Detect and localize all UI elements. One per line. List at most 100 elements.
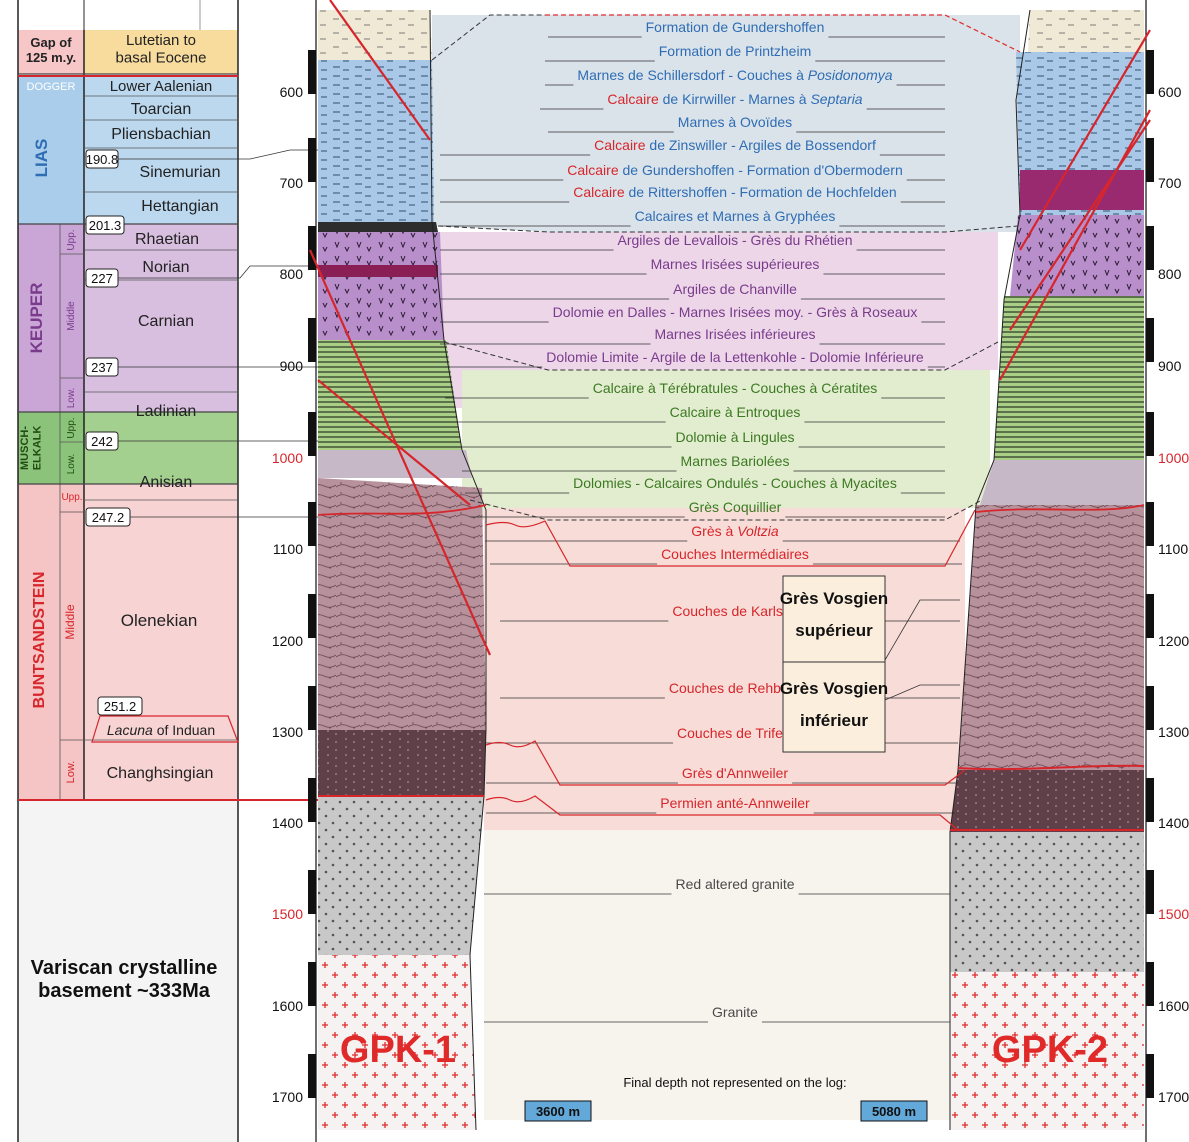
formation-label: Calcaire à Térébratules - Couches à Céra… [593, 380, 878, 396]
formation-label: Couches de Rehberg [669, 680, 801, 696]
stage-olenekian: Olenekian [121, 611, 198, 630]
formation-label: Dolomies - Calcaires Ondulés - Couches à… [573, 475, 897, 491]
formation-label: Granite [712, 1004, 758, 1020]
stage-rhaetian: Rhaetian [135, 231, 199, 248]
sub-low-buntsandstein: Low. [65, 761, 77, 784]
boundary-lines [431, 14, 1021, 831]
svg-text:190.8: 190.8 [86, 152, 119, 167]
formation-label: Grès d'Annweiler [682, 765, 789, 781]
formation-label: Grès à Voltzia [691, 523, 779, 539]
sub-low-keuper: Low. [66, 388, 77, 409]
formation-label: Formation de Printzheim [659, 43, 812, 59]
svg-text:251.2: 251.2 [104, 699, 137, 714]
keuper-label: KEUPER [27, 283, 46, 354]
well-log-gpk-2 [949, 9, 1151, 1130]
depth-tick-label: 1200 [1158, 633, 1189, 649]
stage-pliensbachian: Pliensbachian [111, 126, 211, 143]
formation-label: Dolomie Limite - Argile de la Lettenkohl… [546, 349, 924, 365]
depth-tick-label: 600 [280, 84, 304, 100]
formation-label: Argiles de Levallois - Grès du Rhétien [617, 232, 852, 248]
formation-label: Marnes de Schillersdorf - Couches à Posi… [577, 67, 892, 83]
well-name-gpk-1: GPK-1 [340, 1029, 456, 1071]
final-depth-note: Final depth not represented on the log: [623, 1075, 846, 1090]
age-box-242: 242 [85, 431, 320, 451]
formation-label: Couches de Karlstal [672, 603, 797, 619]
depth-tick-label: 1500 [1158, 906, 1189, 922]
band-keuper [432, 232, 998, 408]
sub-low-muschelkalk: Low. [66, 454, 77, 475]
well-log-gpk-1 [308, 0, 492, 1131]
depth-tick-label: 1100 [1158, 541, 1188, 557]
svg-text:237: 237 [91, 360, 113, 375]
formation-label: Marnes Bariolées [681, 453, 790, 469]
stage-norian: Norian [142, 259, 189, 276]
depth-labels-right: 6007008009001000110012001300140015001600… [1158, 84, 1189, 1105]
formation-label: Marnes Irisées inférieures [654, 326, 815, 342]
well-name-gpk-2: GPK-2 [992, 1029, 1108, 1071]
formation-label: Couches de Trifels [677, 725, 793, 741]
gres-vosgien-sup-line1: Grès Vosgien [780, 589, 888, 608]
gres-vosgien-boxes: Grès Vosgien supérieur Grès Vosgien infé… [780, 575, 960, 753]
gres-vosgien-inf-line2: inférieur [800, 711, 868, 730]
band-basement [484, 830, 954, 1120]
formation-label: Permien anté-Annweiler [660, 795, 810, 811]
age-box-251-2: 251.2 [97, 696, 143, 716]
svg-text:227: 227 [91, 271, 113, 286]
depth-tick-label: 1000 [272, 450, 303, 466]
depth-tick-label: 1400 [1158, 815, 1189, 831]
depth-tick-label: 1700 [272, 1089, 303, 1105]
stage-sinemurian: Sinemurian [140, 164, 221, 181]
age-box-190-8: 190.8 [85, 149, 320, 169]
formation-label: Calcaire de Zinswiller - Argiles de Boss… [594, 137, 876, 153]
depth-tick-label: 1100 [273, 541, 303, 557]
lias-label: LIAS [32, 139, 51, 178]
gres-vosgien-inferieur-box [782, 661, 886, 753]
depth-tick-label: 1300 [1158, 724, 1189, 740]
depth-tick-label: 700 [280, 175, 304, 191]
stage-lower-aalenian: Lower Aalenian [110, 78, 213, 95]
band-jurassic [432, 15, 1020, 232]
depth-tick-label: 900 [280, 358, 304, 374]
age-box-237: 237 [85, 357, 320, 377]
sub-upp-keuper: Upp. [66, 229, 77, 250]
stage-toarcian: Toarcian [131, 101, 191, 118]
formation-label: Calcaire à Entroques [670, 404, 801, 420]
stage-ladinian: Ladinian [136, 403, 197, 420]
depth-tick-label: 700 [1158, 175, 1182, 191]
dogger-label: DOGGER [27, 81, 76, 93]
depth-tick-label: 800 [1158, 266, 1182, 282]
formation-label: Couches Intermédiaires [661, 546, 809, 562]
strat-column [17, 0, 320, 1142]
formation-label: Calcaire de Kirrwiller - Marnes à Septar… [607, 91, 862, 107]
age-box-227: 227 [85, 265, 320, 288]
gres-vosgien-superieur-box [782, 575, 886, 663]
sub-middle-buntsandstein: Middle [63, 604, 77, 640]
formation-label: Red altered granite [675, 876, 794, 892]
gres-vosgien-sup-line2: supérieur [795, 621, 873, 640]
sub-upp-muschelkalk: Upp. [66, 417, 77, 438]
svg-text:201.3: 201.3 [89, 218, 122, 233]
formation-label: Marnes à Ovoïdes [678, 114, 792, 130]
formation-label: Argiles de Chanville [673, 281, 797, 297]
gres-vosgien-inf-line1: Grès Vosgien [780, 679, 888, 698]
formation-label: Marnes Irisées supérieures [651, 256, 820, 272]
stage-carnian: Carnian [138, 313, 194, 330]
sub-middle-keuper: Middle [66, 301, 77, 331]
formation-label: Dolomie en Dalles - Marnes Irisées moy. … [553, 304, 918, 320]
depth-tick-label: 900 [1158, 358, 1182, 374]
depth-labels-left: 6007008009001000110012001300140015001600… [272, 84, 303, 1105]
depth-tick-label: 1000 [1158, 450, 1189, 466]
stage-hettangian: Hettangian [141, 198, 218, 215]
age-box-201-3: 201.3 [85, 215, 125, 235]
formation-label: Formation de Gundershoffen [646, 19, 825, 35]
formation-label: Dolomie à Lingules [675, 429, 794, 445]
svg-text:242: 242 [91, 434, 113, 449]
depth-tick-label: 1200 [272, 633, 303, 649]
depth-tick-label: 1600 [1158, 998, 1189, 1014]
svg-text:247.2: 247.2 [92, 510, 125, 525]
